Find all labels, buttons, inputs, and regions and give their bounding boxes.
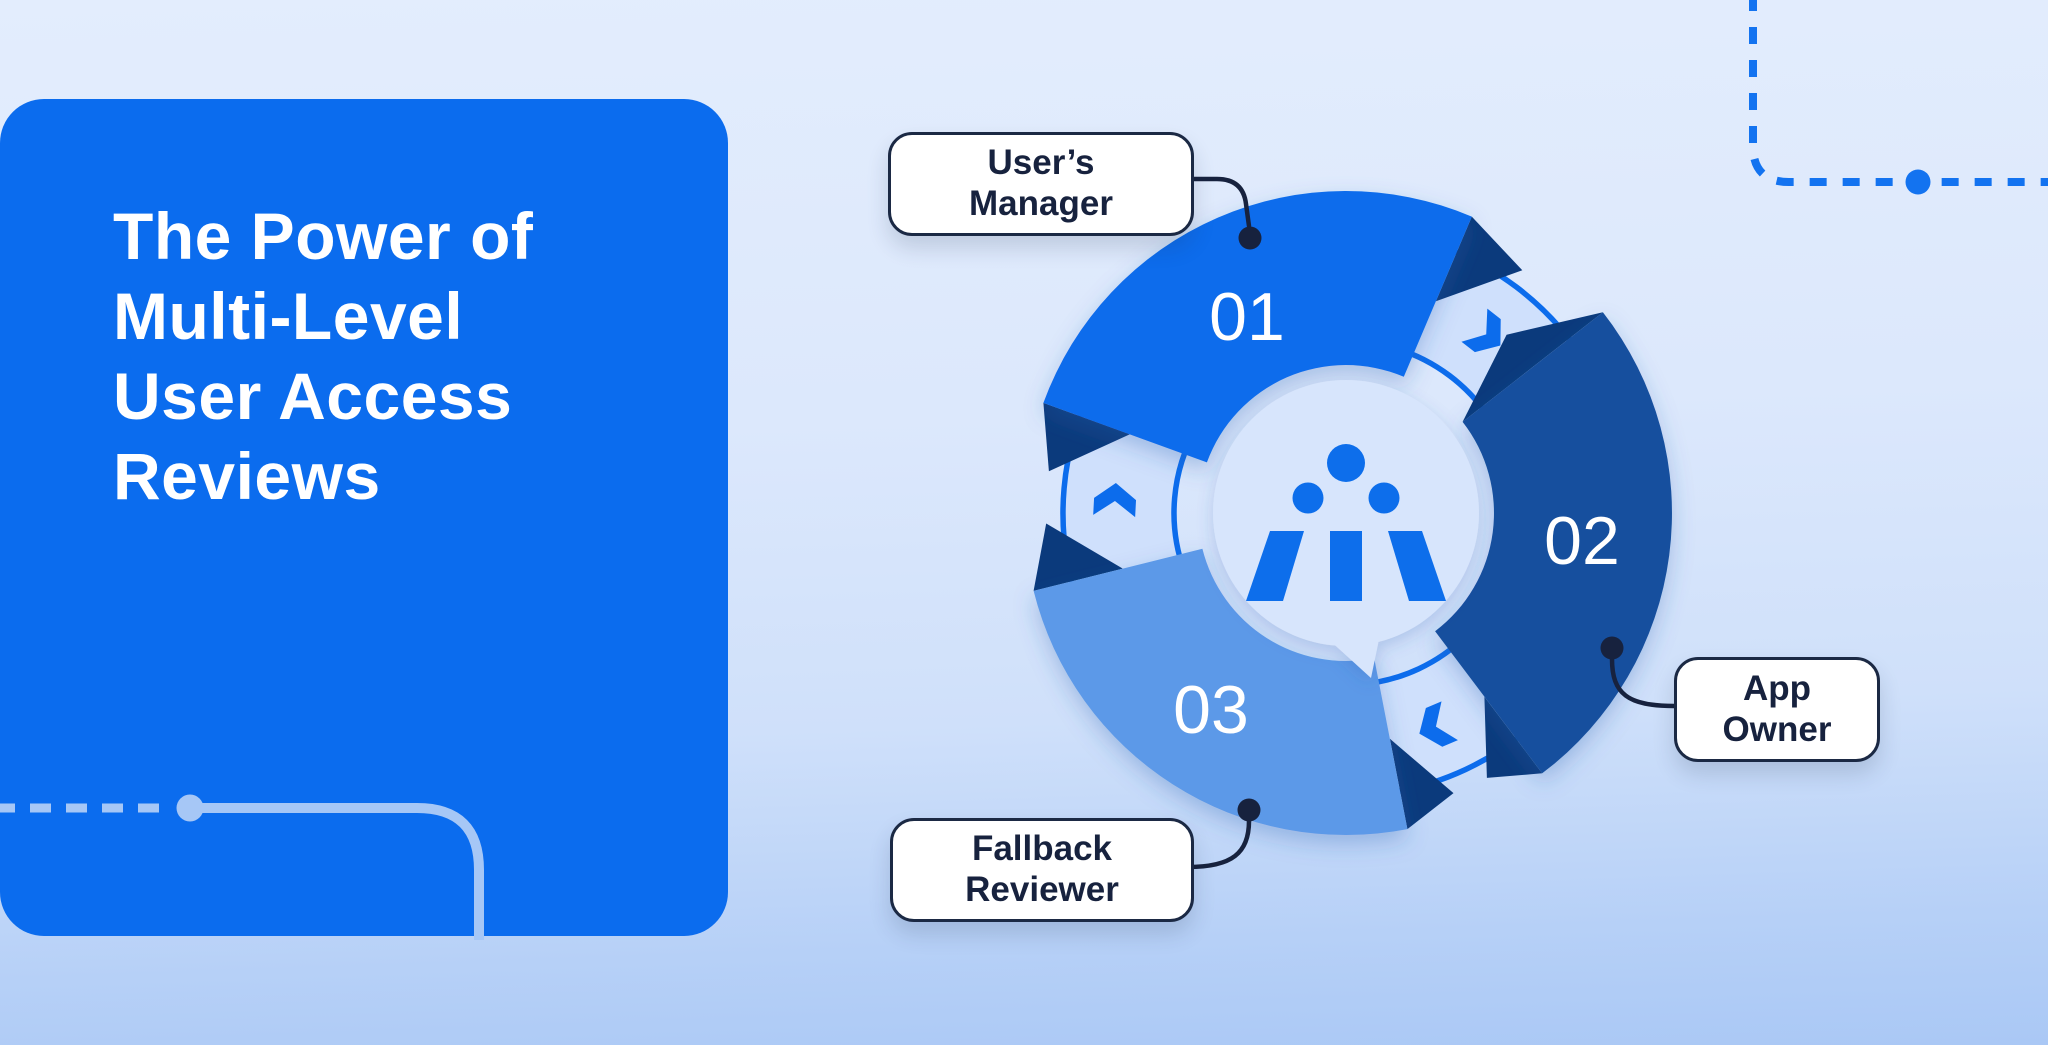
fold — [1389, 738, 1454, 830]
brand-logo — [1246, 444, 1446, 601]
step-number-01: 01 — [1209, 279, 1285, 355]
label-line: App — [1742, 668, 1812, 708]
curved-line — [190, 803, 484, 940]
label-line: User’s — [987, 143, 1095, 183]
chevron-left-icon — [1419, 701, 1458, 747]
fold — [1462, 312, 1603, 422]
ribbon-folds — [1033, 216, 1603, 830]
chevron-right-icon — [1461, 308, 1501, 353]
logo-crown-center — [1330, 531, 1362, 601]
label-line: Manager — [969, 184, 1113, 223]
card-line-decor — [0, 794, 484, 940]
fold — [1484, 696, 1543, 778]
connector-dot — [1238, 226, 1262, 250]
label-connectors — [1185, 176, 1677, 870]
logo-dot-left — [1292, 482, 1324, 514]
title-line: Multi-Level — [113, 279, 464, 353]
logo-crown-left — [1246, 531, 1304, 601]
segment-03 — [1033, 548, 1408, 836]
page-title: The Power of Multi-Level User Access Rev… — [113, 196, 533, 516]
step-number-03: 03 — [1173, 672, 1249, 748]
title-line: User Access — [113, 359, 513, 433]
label-line: Fallback — [971, 829, 1113, 869]
segment-01 — [1043, 191, 1472, 463]
connector-line — [1185, 176, 1252, 229]
dashed-corner-decor — [1749, 0, 2048, 195]
connector-dot — [1237, 798, 1261, 822]
title-card — [0, 99, 728, 936]
title-line: Reviews — [113, 439, 381, 513]
fold — [1043, 402, 1130, 472]
label-fallback-reviewer: Fallback Reviewer — [890, 818, 1194, 922]
chevron-up-icon — [1093, 483, 1137, 518]
logo-crown-right — [1388, 531, 1446, 601]
logo-dot-right — [1368, 482, 1400, 514]
fold — [1033, 523, 1123, 591]
label-line: Owner — [1722, 709, 1832, 749]
connector-line — [1185, 818, 1252, 870]
label-users-manager: User’s Manager — [888, 132, 1194, 236]
fold — [1435, 216, 1523, 302]
dot-marker — [1905, 169, 1931, 195]
title-line: The Power of — [113, 199, 534, 273]
logo-dot-center — [1327, 444, 1365, 482]
bubble-tail — [1315, 620, 1383, 678]
connector-dot — [1600, 636, 1624, 660]
dashed-line — [1749, 0, 2048, 186]
label-line: Reviewer — [965, 870, 1119, 909]
label-app-owner: App Owner — [1674, 657, 1880, 762]
step-number-02: 02 — [1544, 503, 1620, 579]
connector-line — [1609, 656, 1677, 709]
